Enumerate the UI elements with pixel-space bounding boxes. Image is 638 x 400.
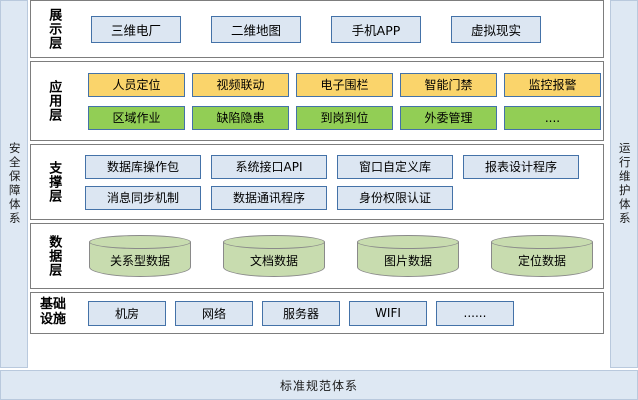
node-infrastructure-more[interactable]: ...... [436, 300, 514, 326]
layer-data-row-0: 关系型数据 文档数据 图片数据 定位数据 [81, 235, 597, 277]
node-network[interactable]: 网络 [175, 300, 253, 326]
right-rail-label: 运行维护体系 [617, 142, 632, 226]
layer-infrastructure: 基础设施 机房 网络 服务器 WIFI ...... [30, 292, 604, 334]
node-virtual-reality[interactable]: 虚拟现实 [451, 15, 541, 43]
cylinder-positioning-data[interactable]: 定位数据 [491, 235, 593, 277]
cylinder-label: 定位数据 [517, 253, 566, 268]
layer-support-row-1: 消息同步机制 数据通讯程序 身份权限认证 [81, 185, 597, 210]
layer-support: 支撑层 数据库操作包 系统接口API 窗口自定义库 报表设计程序 消息同步机制 … [30, 144, 604, 220]
layer-presentation-body: 三维电厂 二维地图 手机APP 虚拟现实 [75, 15, 603, 43]
bottom-bar-standards-system: 标准规范体系 [0, 370, 638, 400]
layer-application-row-1: 区域作业 缺陷隐患 到岗到位 外委管理 .... [81, 105, 601, 130]
cylinder-relational-data[interactable]: 关系型数据 [89, 235, 191, 277]
node-application-more[interactable]: .... [504, 105, 601, 130]
node-3d-plant[interactable]: 三维电厂 [91, 15, 181, 43]
layer-infrastructure-label: 基础设施 [39, 297, 66, 327]
cylinder-top-ellipse [357, 235, 459, 249]
node-monitoring-alarm[interactable]: 监控报警 [504, 72, 601, 97]
node-defect-hazard[interactable]: 缺陷隐患 [192, 105, 289, 130]
node-video-linkage[interactable]: 视频联动 [192, 72, 289, 97]
layer-infrastructure-row-0: 机房 网络 服务器 WIFI ...... [81, 300, 597, 326]
cylinder-label: 文档数据 [249, 253, 298, 268]
layer-data: 数据层 关系型数据 文档数据 [30, 223, 604, 289]
layer-support-label: 支撑层 [46, 161, 62, 203]
layer-presentation: 展示层 三维电厂 二维地图 手机APP 虚拟现实 [30, 0, 604, 58]
node-wifi[interactable]: WIFI [349, 300, 427, 326]
layer-application-body: 人员定位 视频联动 电子围栏 智能门禁 监控报警 区域作业 缺陷隐患 到岗到位 … [75, 72, 607, 130]
right-rail-operations-system: 运行维护体系 [610, 0, 638, 368]
cylinder-document-data[interactable]: 文档数据 [223, 235, 325, 277]
cylinder-top-ellipse [89, 235, 191, 249]
layer-application-label: 应用层 [46, 80, 62, 122]
node-system-interface-api[interactable]: 系统接口API [211, 154, 327, 179]
cylinder-top-ellipse [223, 235, 325, 249]
node-mobile-app[interactable]: 手机APP [331, 15, 421, 43]
layer-data-body: 关系型数据 文档数据 图片数据 定位数据 [75, 235, 603, 277]
node-database-operation-package[interactable]: 数据库操作包 [85, 154, 201, 179]
layer-presentation-label: 展示层 [46, 8, 62, 50]
node-outsourcing-management[interactable]: 外委管理 [400, 105, 497, 130]
cylinder-label: 关系型数据 [109, 253, 170, 268]
node-data-communication-program[interactable]: 数据通讯程序 [211, 185, 327, 210]
layer-infrastructure-body: 机房 网络 服务器 WIFI ...... [75, 300, 603, 326]
cylinder-top-ellipse [491, 235, 593, 249]
node-electronic-fence[interactable]: 电子围栏 [296, 72, 393, 97]
layer-support-row-0: 数据库操作包 系统接口API 窗口自定义库 报表设计程序 [81, 154, 597, 179]
node-machine-room[interactable]: 机房 [88, 300, 166, 326]
cylinder-image-data[interactable]: 图片数据 [357, 235, 459, 277]
layer-support-body: 数据库操作包 系统接口API 窗口自定义库 报表设计程序 消息同步机制 数据通讯… [75, 154, 603, 210]
layer-presentation-row-0: 三维电厂 二维地图 手机APP 虚拟现实 [81, 15, 597, 43]
left-rail-security-system: 安全保障体系 [0, 0, 28, 368]
node-on-duty-in-place[interactable]: 到岗到位 [296, 105, 393, 130]
node-message-sync-mechanism[interactable]: 消息同步机制 [85, 185, 201, 210]
node-server[interactable]: 服务器 [262, 300, 340, 326]
node-2d-map[interactable]: 二维地图 [211, 15, 301, 43]
layer-application: 应用层 人员定位 视频联动 电子围栏 智能门禁 监控报警 区域作业 缺陷隐患 到… [30, 61, 604, 141]
node-report-design-program[interactable]: 报表设计程序 [463, 154, 579, 179]
node-identity-authorization[interactable]: 身份权限认证 [337, 185, 453, 210]
cylinder-label: 图片数据 [383, 253, 432, 268]
layer-data-label: 数据层 [46, 235, 62, 277]
left-rail-label: 安全保障体系 [7, 142, 22, 226]
node-personnel-positioning[interactable]: 人员定位 [88, 72, 185, 97]
node-smart-access-control[interactable]: 智能门禁 [400, 72, 497, 97]
bottom-bar-label: 标准规范体系 [279, 378, 358, 393]
layer-stack: 展示层 三维电厂 二维地图 手机APP 虚拟现实 应用层 人员定位 视频联动 [30, 0, 604, 368]
node-window-custom-library[interactable]: 窗口自定义库 [337, 154, 453, 179]
layer-application-row-0: 人员定位 视频联动 电子围栏 智能门禁 监控报警 [81, 72, 601, 97]
node-area-operation[interactable]: 区域作业 [88, 105, 185, 130]
